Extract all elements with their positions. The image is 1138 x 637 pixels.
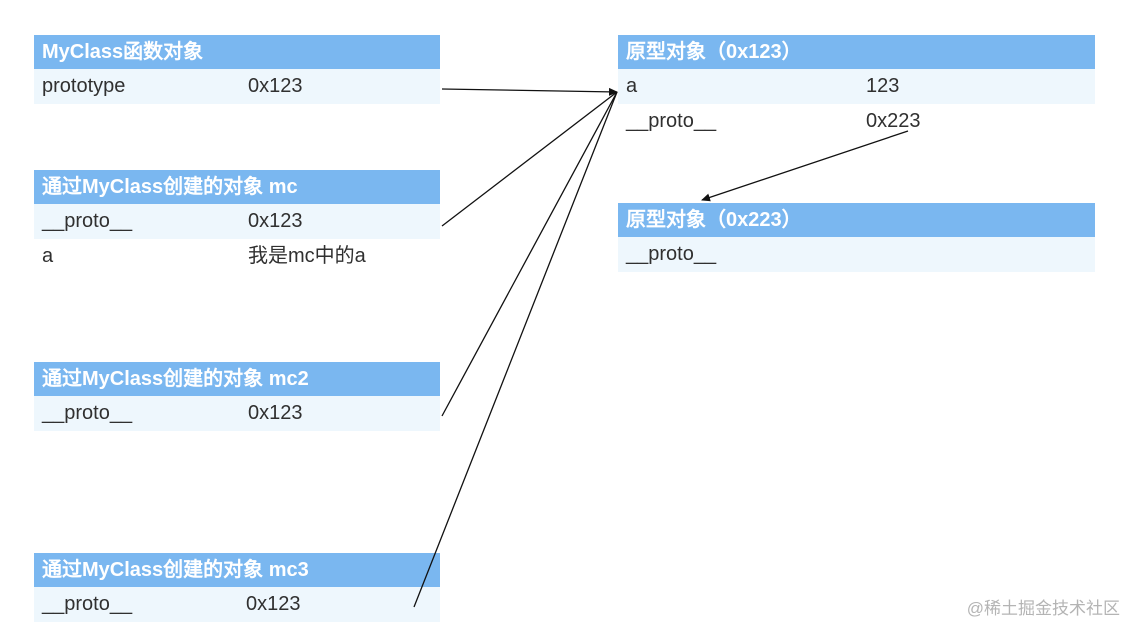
prototype-pointer-arrow bbox=[441, 87, 618, 96]
watermark: @稀土掘金技术社区 bbox=[966, 599, 1120, 618]
mc-proto-pointer-line bbox=[441, 91, 618, 227]
object-mc2-box: 通过MyClass创建的对象 mc2 __proto__ 0x123 bbox=[34, 362, 440, 431]
row-value: 0x223 bbox=[866, 110, 921, 132]
object-mc-box: 通过MyClass创建的对象 mc __proto__ 0x123 a 我是mc… bbox=[34, 170, 440, 274]
row-value: 我是mc中的a bbox=[248, 245, 366, 267]
row-key: __proto__ bbox=[42, 402, 133, 424]
prototype-0x123-box: 原型对象（0x123） a 123 __proto__ 0x223 bbox=[618, 35, 1095, 139]
row-key: __proto__ bbox=[42, 210, 133, 232]
object-mc3-box: 通过MyClass创建的对象 mc3 __proto__ 0x123 bbox=[34, 553, 440, 622]
row-key: __proto__ bbox=[42, 593, 133, 615]
box-row: __proto__ 0x123 bbox=[34, 204, 440, 239]
box-title: 通过MyClass创建的对象 mc3 bbox=[34, 553, 440, 587]
prototype-0x223-box: 原型对象（0x223） __proto__ bbox=[618, 203, 1095, 272]
mc3-proto-pointer-line bbox=[413, 91, 618, 608]
box-title: 通过MyClass创建的对象 mc2 bbox=[34, 362, 440, 396]
proto-chain-arrow bbox=[701, 130, 909, 202]
box-row: a 123 bbox=[618, 69, 1095, 104]
mc2-proto-pointer-line bbox=[441, 91, 618, 417]
box-title: 通过MyClass创建的对象 mc bbox=[34, 170, 440, 204]
box-row: __proto__ 0x123 bbox=[34, 396, 440, 431]
row-value: 0x123 bbox=[248, 75, 303, 97]
row-key: __proto__ bbox=[626, 110, 717, 132]
row-key: __proto__ bbox=[626, 243, 717, 265]
myclass-function-box: MyClass函数对象 prototype 0x123 bbox=[34, 35, 440, 104]
box-title: 原型对象（0x223） bbox=[618, 203, 1095, 237]
row-key: a bbox=[42, 245, 54, 267]
box-title: MyClass函数对象 bbox=[34, 35, 440, 69]
row-key: prototype bbox=[42, 75, 126, 97]
row-value: 0x123 bbox=[248, 402, 303, 424]
box-row: __proto__ bbox=[618, 237, 1095, 272]
row-value: 0x123 bbox=[246, 593, 301, 615]
box-row: __proto__ 0x223 bbox=[618, 104, 1095, 139]
row-key: a bbox=[626, 75, 638, 97]
box-row: prototype 0x123 bbox=[34, 69, 440, 104]
box-row: __proto__ 0x123 bbox=[34, 587, 440, 622]
box-title: 原型对象（0x123） bbox=[618, 35, 1095, 69]
row-value: 123 bbox=[866, 75, 900, 97]
row-value: 0x123 bbox=[248, 210, 303, 232]
box-row: a 我是mc中的a bbox=[34, 239, 440, 274]
